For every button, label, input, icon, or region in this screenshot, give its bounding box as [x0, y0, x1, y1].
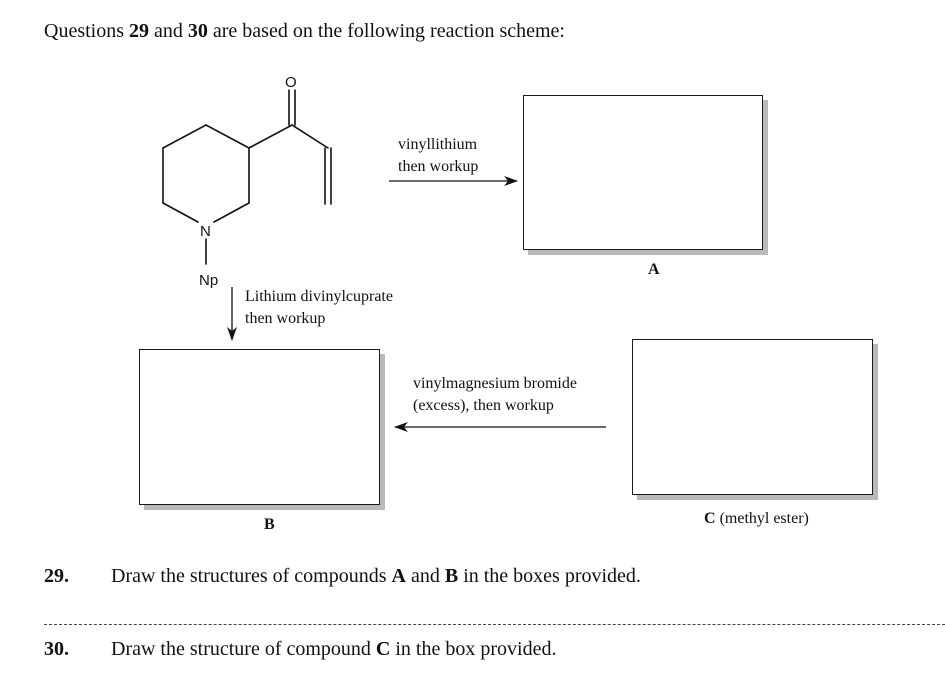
question-29-compound-a: A	[391, 565, 406, 587]
box-a-label: A	[648, 261, 660, 278]
question-29-middle: and	[405, 565, 445, 587]
answer-divider	[44, 624, 945, 625]
question-29-prefix: Draw the structures of compounds	[111, 565, 392, 587]
reagent-to-a: vinyllithium then workup	[398, 134, 478, 178]
box-b-label: B	[264, 516, 275, 533]
answer-box-c[interactable]	[632, 339, 873, 495]
reagent-to-b-line2: then workup	[245, 310, 326, 327]
intro-middle: and	[149, 20, 188, 42]
intro-prefix: Questions	[44, 20, 129, 42]
reagent-to-b: Lithium divinylcuprate then workup	[245, 286, 393, 330]
question-30-prefix: Draw the structure of compound	[111, 638, 376, 660]
question-30-compound-c: C	[375, 638, 391, 660]
reagent-to-a-line2: then workup	[398, 158, 479, 175]
atom-oxygen: O	[285, 74, 297, 91]
question-29-compound-b: B	[444, 565, 459, 587]
reagent-to-b-line1: Lithium divinylcuprate	[245, 288, 393, 305]
reagent-c-to-b: vinylmagnesium bromide (excess), then wo…	[413, 373, 577, 417]
answer-box-b[interactable]	[139, 349, 380, 505]
question-29-number: 29.	[44, 565, 69, 587]
intro-suffix: are based on the following reaction sche…	[207, 20, 565, 42]
intro-question-29: 29	[129, 20, 149, 42]
question-30-suffix: in the box provided.	[390, 638, 557, 660]
intro-text: Questions 29 and 30 are based on the fol…	[44, 20, 565, 43]
starting-material-structure	[162, 89, 332, 265]
question-29-text: Draw the structures of compounds A and B…	[111, 565, 641, 588]
box-c-note: (methyl ester)	[715, 510, 809, 527]
reagent-c-to-b-line1: vinylmagnesium bromide	[413, 375, 577, 392]
reagent-c-to-b-line2: (excess), then workup	[413, 397, 554, 414]
substituent-np: Np	[199, 272, 218, 289]
atom-nitrogen: N	[200, 223, 211, 240]
question-29-suffix: in the boxes provided.	[458, 565, 641, 587]
answer-box-a[interactable]	[523, 95, 763, 250]
question-30-text: Draw the structure of compound C in the …	[111, 638, 556, 661]
reagent-to-a-line1: vinyllithium	[398, 136, 478, 153]
box-c-label: C (methyl ester)	[704, 510, 809, 528]
intro-question-30: 30	[187, 20, 208, 42]
question-30-number: 30.	[44, 638, 69, 660]
box-c-letter: C	[704, 510, 716, 527]
